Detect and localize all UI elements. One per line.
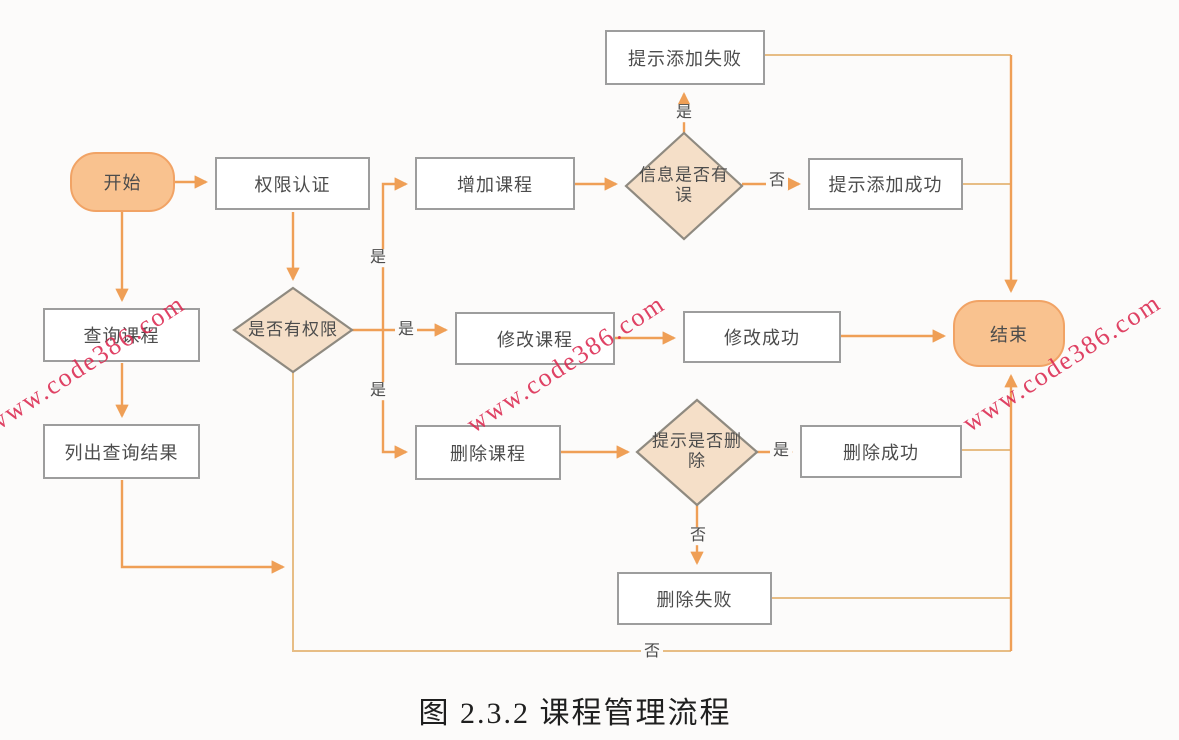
info-check-diamond [624,131,744,241]
delete-success-box: 删除成功 [800,425,962,478]
edge-perm-add [381,177,409,330]
modify-course-box: 修改课程 [455,312,615,365]
edge-list-merge [120,480,286,574]
auth-box: 权限认证 [215,157,370,210]
info-check-label-line1: 信息是否有 [639,165,729,185]
query-course-box: 查询课程 [43,308,200,362]
edge-label-perm-no: 否 [640,643,664,661]
edge-label-info-yes: 是 [672,104,696,122]
modify-success-box: 修改成功 [683,311,841,363]
edge-label-perm-yes-bottom: 是 [366,382,390,400]
info-check-label-line2: 误 [675,186,693,205]
edge-perm-delete [381,330,409,459]
edge-label-delete-no: 否 [686,527,710,545]
delete-check-label-line1: 提示是否删 [652,431,742,451]
delete-check-label: 提示是否删 除 [645,432,749,473]
edge-label-info-no: 否 [765,172,789,190]
add-course-box: 增加课程 [415,157,575,210]
delete-course-box: 删除课程 [415,425,561,480]
edge-label-delete-yes: 是 [769,442,793,460]
list-results-box: 列出查询结果 [43,424,200,479]
info-check-label: 信息是否有 误 [634,166,734,207]
edge-perm-no-route [292,372,1011,652]
delete-check-diamond [635,398,759,507]
end-node: 结束 [953,300,1065,367]
start-node: 开始 [70,152,175,212]
fail-add-box: 提示添加失败 [605,30,765,85]
perm-check-label: 是否有权限 [238,320,348,340]
delete-check-label-line2: 除 [688,452,706,471]
delete-fail-box: 删除失败 [617,572,772,625]
edge-label-perm-yes-mid: 是 [394,321,418,339]
success-add-box: 提示添加成功 [808,158,963,210]
perm-check-label-line1: 是否有权限 [248,319,338,339]
figure-caption: 图 2.3.2 课程管理流程 [418,697,732,730]
perm-check-diamond [232,286,354,374]
edge-label-perm-yes-top: 是 [366,249,390,267]
